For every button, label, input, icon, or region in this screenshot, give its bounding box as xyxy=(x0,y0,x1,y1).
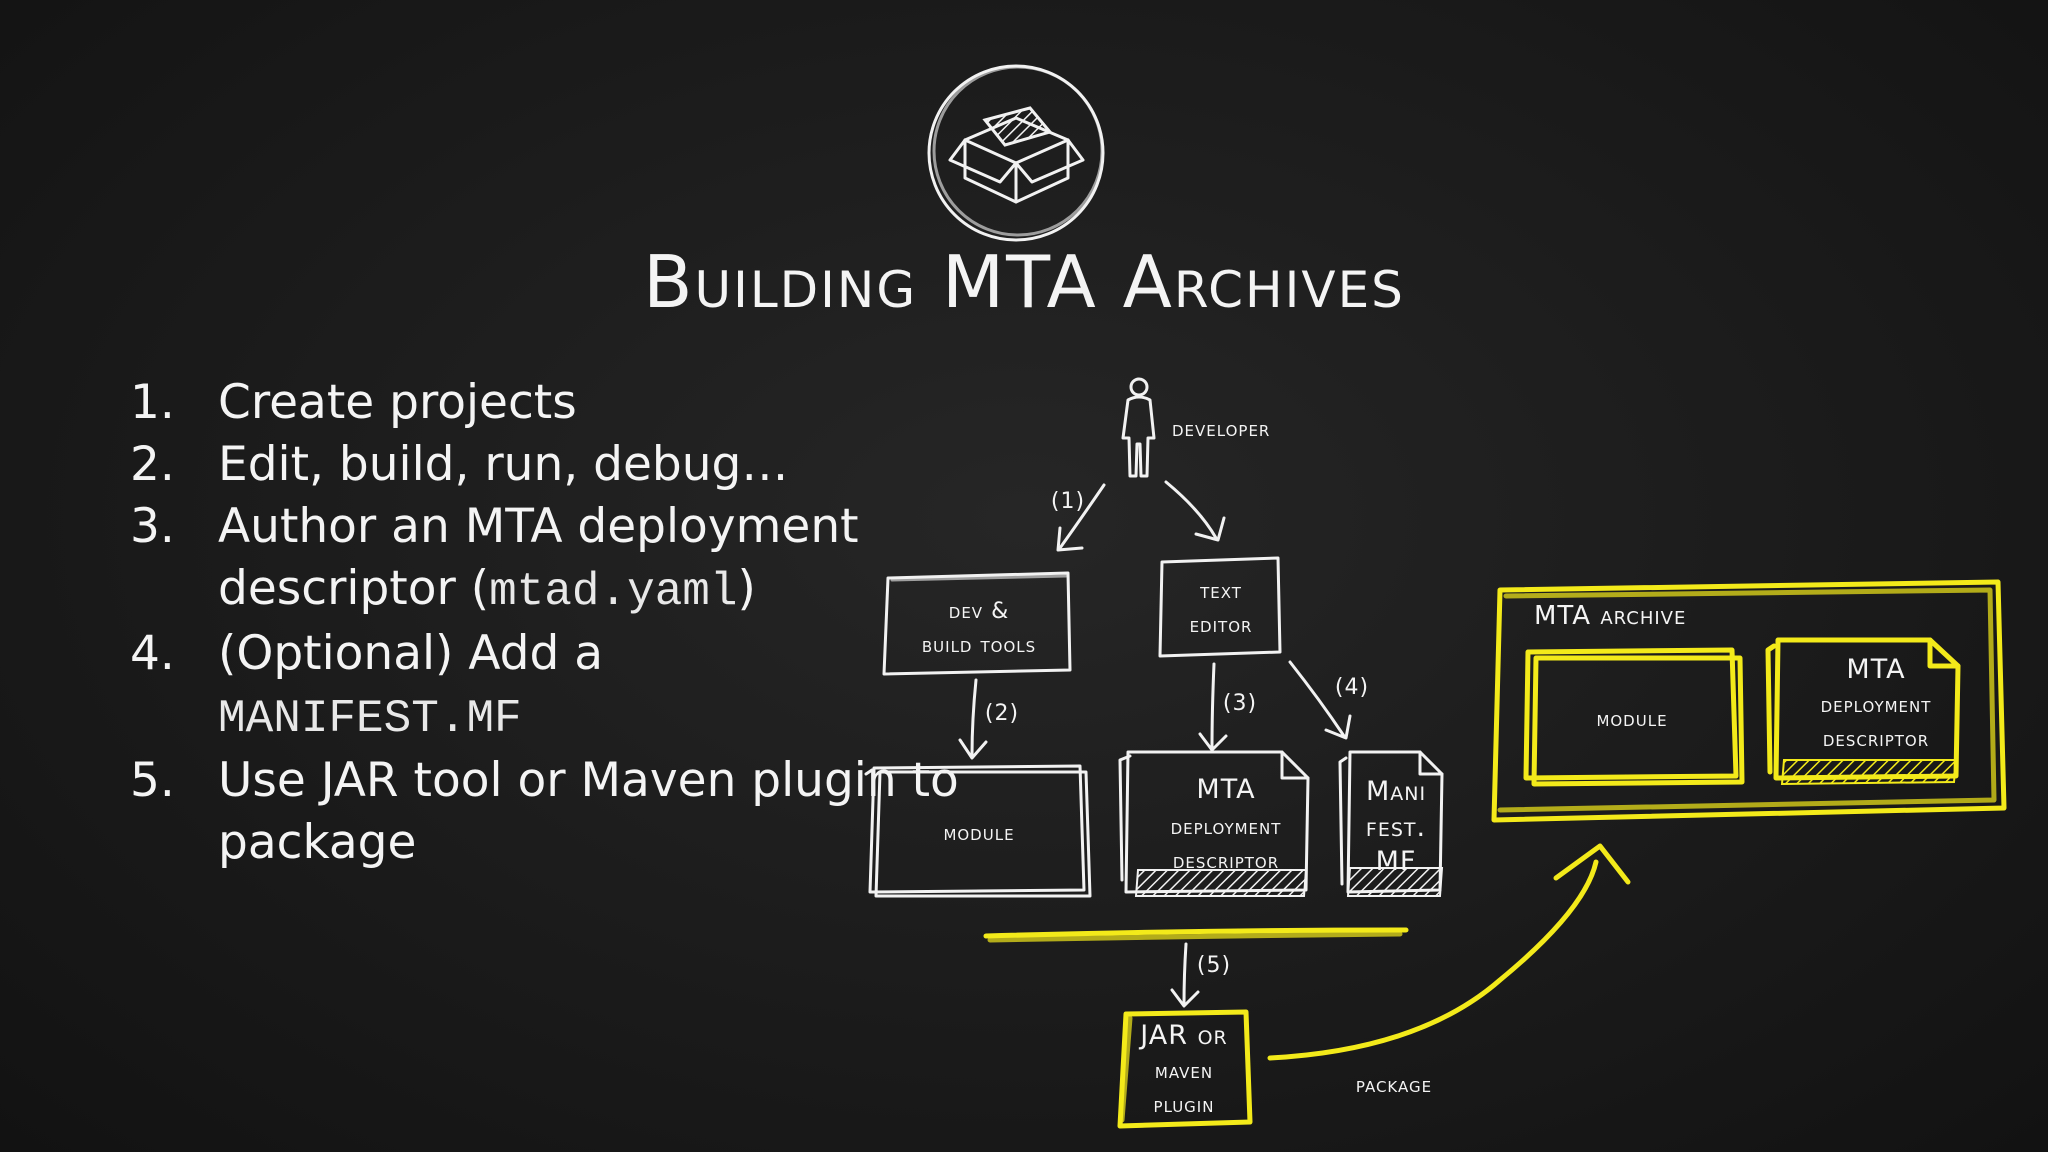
arrow-3 xyxy=(1198,662,1228,752)
step-number: 4. xyxy=(130,626,175,681)
step-text: Use JAR tool or Maven plugin to package xyxy=(218,753,959,870)
arrow-developer-to-editor xyxy=(1164,480,1226,542)
arrow-label-1: (1) xyxy=(1051,489,1085,514)
step-text-after: ) xyxy=(737,561,756,616)
steps-list: 1. Create projects 2. Edit, build, run, … xyxy=(130,372,998,874)
text-editor-line2: editor xyxy=(1190,613,1253,638)
module-label: module xyxy=(943,821,1014,846)
archive-module-box: module xyxy=(1523,647,1745,787)
step-text: Edit, build, run, debug… xyxy=(218,437,789,492)
descriptor-line2: deployment xyxy=(1171,815,1282,840)
manifest-line3: MF xyxy=(1376,846,1417,877)
module-box: module xyxy=(864,764,1092,898)
open-box-icon xyxy=(927,64,1105,242)
arrow-4 xyxy=(1288,660,1352,740)
dev-build-tools-box: dev & build tools xyxy=(882,571,1072,676)
dev-tools-line2: build tools xyxy=(922,633,1036,658)
developer-person-icon xyxy=(1121,377,1156,478)
jar-line3: plugin xyxy=(1154,1093,1215,1118)
arrow-label-2: (2) xyxy=(985,701,1019,726)
arrow-5 xyxy=(1170,942,1200,1008)
step-text: Create projects xyxy=(218,375,577,430)
step-number: 5. xyxy=(130,753,175,808)
step-text: (Optional) Add a xyxy=(218,626,604,681)
developer-label: developer xyxy=(1172,417,1270,442)
jar-line2: maven xyxy=(1155,1059,1213,1084)
archive-descriptor-line3: descriptor xyxy=(1823,727,1929,752)
dev-tools-line1: dev & xyxy=(949,599,1009,624)
step-item: 5. Use JAR tool or Maven plugin to packa… xyxy=(130,750,998,874)
archive-descriptor-document: MTA deployment descriptor xyxy=(1765,637,1961,786)
archive-title: MTA archive xyxy=(1534,601,1686,631)
archive-module-label: module xyxy=(1596,707,1667,732)
archive-descriptor-line2: deployment xyxy=(1821,693,1932,718)
step-item: 3. Author an MTA deployment descriptor (… xyxy=(130,496,998,623)
page-title: Building MTA Archives xyxy=(643,240,1405,324)
step-item: 4. (Optional) Add a MANIFEST.MF xyxy=(130,623,998,750)
mta-descriptor-document: MTA deployment descriptor xyxy=(1118,750,1310,897)
arrow-1 xyxy=(1056,483,1106,552)
arrow-label-5: (5) xyxy=(1197,953,1231,978)
arrow-2 xyxy=(958,678,988,760)
step-code: MANIFEST.MF xyxy=(218,693,522,745)
step-item: 1. Create projects xyxy=(130,372,998,434)
step-number: 3. xyxy=(130,499,175,554)
package-label: package xyxy=(1356,1073,1432,1098)
jar-line1: JAR or xyxy=(1138,1020,1227,1051)
jar-maven-plugin-box: JAR or maven plugin xyxy=(1117,1009,1253,1129)
manifest-line1: Mani xyxy=(1366,776,1426,807)
step-code: mtad.yaml xyxy=(489,566,738,618)
manifest-line2: fest. xyxy=(1366,812,1426,843)
arrow-label-3: (3) xyxy=(1223,691,1257,716)
step-number: 2. xyxy=(130,437,175,492)
step-item: 2. Edit, build, run, debug… xyxy=(130,434,998,496)
manifest-document: Mani fest. MF xyxy=(1338,750,1444,897)
text-editor-line1: text xyxy=(1199,579,1242,604)
package-arrow xyxy=(1267,843,1631,1061)
archive-descriptor-line1: MTA xyxy=(1846,654,1905,685)
descriptor-line3: descriptor xyxy=(1173,849,1279,874)
step-number: 1. xyxy=(130,375,175,430)
arrow-label-4: (4) xyxy=(1335,675,1369,700)
descriptor-line1: MTA xyxy=(1196,774,1255,805)
text-editor-box: text editor xyxy=(1158,556,1282,658)
mta-archive-container: MTA archive module MTA deployment descri… xyxy=(1491,579,2007,823)
step-text: Author an MTA deployment descriptor ( xyxy=(218,499,859,616)
yellow-collect-line xyxy=(983,927,1409,943)
